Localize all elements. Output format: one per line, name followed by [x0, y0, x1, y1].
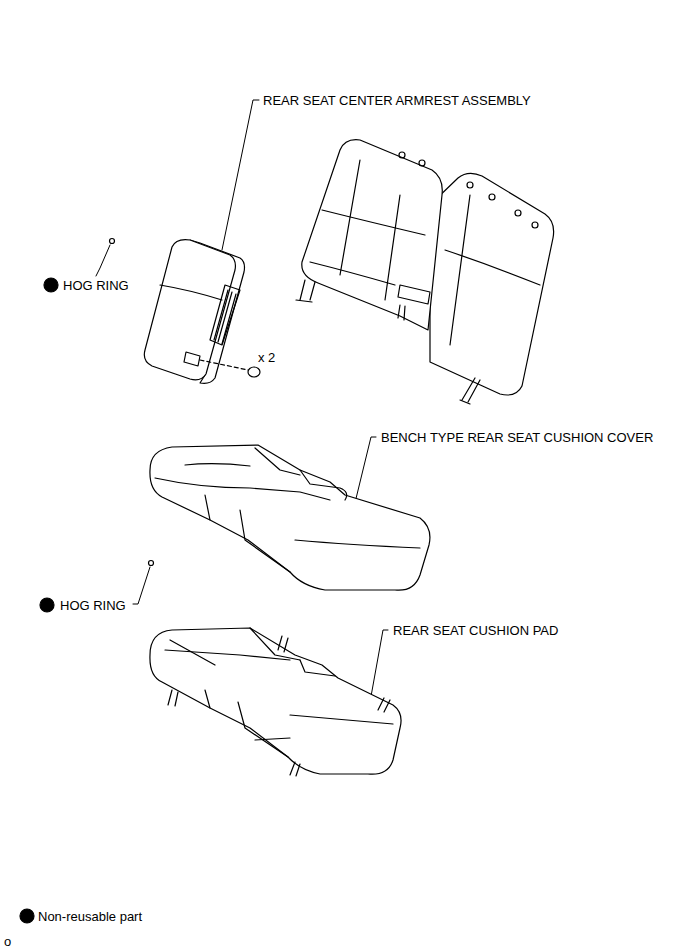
part-name: BENCH TYPE REAR SEAT CUSHION COVER	[380, 430, 654, 445]
part-name: REAR SEAT CENTER ARMREST ASSEMBLY	[262, 93, 532, 108]
cushion-pad-drawing	[150, 628, 401, 776]
armrest-drawing	[144, 240, 260, 384]
non-reusable-mark	[40, 598, 54, 612]
legend-mark	[20, 909, 34, 923]
cushion-cover-drawing	[150, 445, 430, 590]
legend-text: Non-reusable part	[37, 909, 143, 924]
part-name: HOG RING	[59, 598, 127, 613]
seatback-drawing	[296, 140, 554, 404]
part-name: HOG RING	[62, 278, 130, 293]
non-reusable-mark	[44, 278, 58, 292]
page-mark: o	[3, 934, 12, 949]
hog-ring-symbol	[110, 239, 115, 244]
hog-ring-symbol	[149, 561, 154, 566]
part-name: REAR SEAT CUSHION PAD	[392, 623, 559, 638]
quantity-note: x 2	[257, 350, 276, 365]
